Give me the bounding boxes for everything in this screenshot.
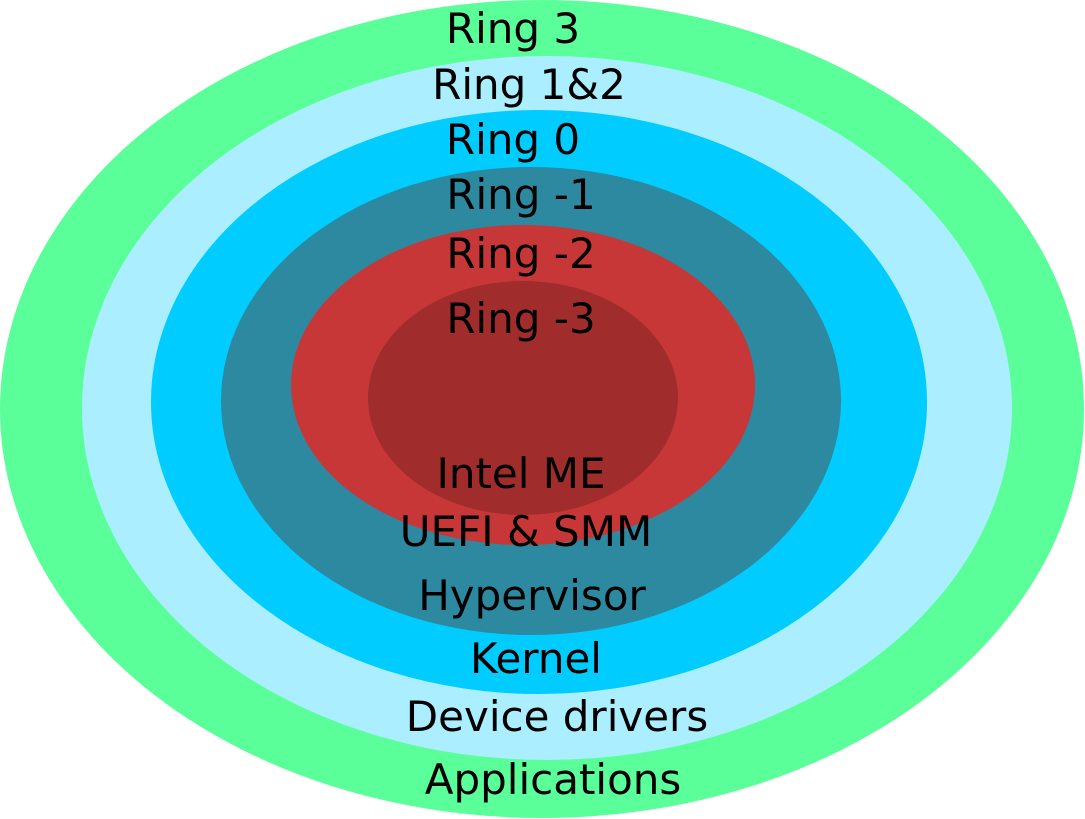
ring-minus-3-ellipse	[368, 281, 678, 515]
ring-0-label: Ring 0	[446, 115, 580, 164]
kernel-label: Kernel	[470, 634, 602, 683]
device-drivers-label: Device drivers	[406, 692, 708, 741]
ring-minus-2-label: Ring -2	[446, 229, 595, 278]
ring-3-label: Ring 3	[446, 4, 580, 53]
intel-me-label: Intel ME	[436, 449, 605, 498]
uefi-smm-label: UEFI & SMM	[400, 507, 652, 556]
hypervisor-label: Hypervisor	[418, 571, 646, 620]
ring-minus-1-label: Ring -1	[446, 170, 595, 219]
ring-minus-3-label: Ring -3	[446, 294, 595, 343]
applications-label: Applications	[425, 755, 682, 804]
ring-1-2-label: Ring 1&2	[432, 60, 626, 109]
